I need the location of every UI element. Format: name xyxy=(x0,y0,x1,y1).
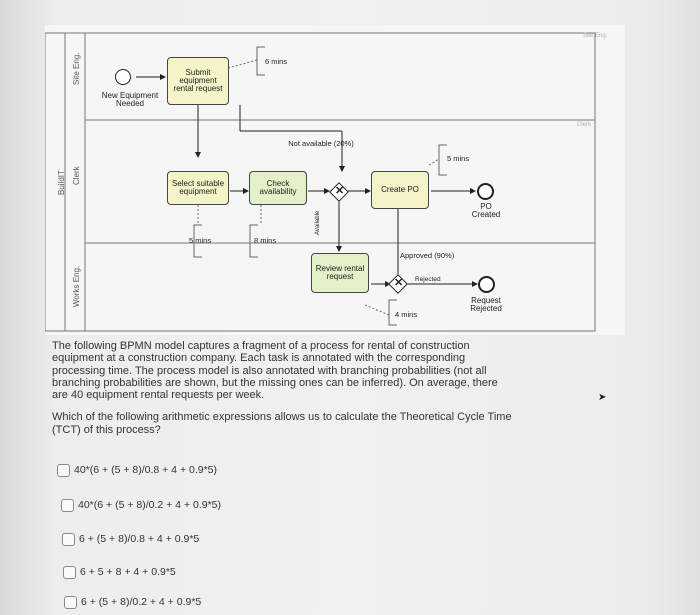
lane-label-clerk: Clerk xyxy=(72,166,81,185)
option-label: 40*(6 + (5 + 8)/0.8 + 4 + 0.9*5) xyxy=(74,464,218,476)
lane-label-site-eng: Site Eng. xyxy=(72,52,81,85)
task-create-po: Create PO xyxy=(371,171,429,209)
answer-option-2[interactable]: 40*(6 + (5 + 8)/0.2 + 4 + 0.9*5) xyxy=(61,497,221,513)
checkbox-icon[interactable] xyxy=(61,498,74,512)
end-event-icon xyxy=(478,276,495,293)
gateway-x-icon: ✕ xyxy=(394,277,404,289)
question-prompt: Which of the following arithmetic expres… xyxy=(52,411,512,436)
question-text: The following BPMN model captures a frag… xyxy=(52,340,512,446)
faint-label: Clerk xyxy=(577,122,592,128)
task-label: Review rental request xyxy=(315,264,365,281)
end-event-label-rejected: Request Rejected xyxy=(470,296,502,313)
checkbox-icon[interactable] xyxy=(62,532,75,546)
end-event-icon xyxy=(477,183,494,200)
annotation-check-time: 8 mins xyxy=(254,236,277,245)
flow-label-rejected: Rejected xyxy=(415,276,441,283)
answer-option-5[interactable]: 6 + (5 + 8)/0.2 + 4 + 0.9*5 xyxy=(64,594,201,610)
option-label: 6 + (5 + 8)/0.2 + 4 + 0.9*5 xyxy=(81,596,202,608)
task-submit-request: Submit equipment rental request xyxy=(167,57,229,105)
checkbox-icon[interactable] xyxy=(57,463,70,477)
annotation-submit-time: 6 mins xyxy=(265,57,288,66)
start-event-label: New Equipment Needed xyxy=(101,91,159,108)
flow-label-available: Available xyxy=(315,210,321,235)
annotation-review-time: 4 mins xyxy=(395,310,418,319)
lane-label-works-eng: Works Eng. xyxy=(72,265,81,307)
bpmn-diagram: BuildIT Site Eng. Clerk Works Eng. Site … xyxy=(45,25,625,335)
annotation-select-time: 5 mins xyxy=(189,236,212,245)
task-label: Select suitable equipment xyxy=(171,179,225,196)
answer-option-1[interactable]: 40*(6 + (5 + 8)/0.8 + 4 + 0.9*5) xyxy=(57,462,217,478)
flow-label-approved: Approved (90%) xyxy=(400,251,455,260)
mouse-cursor-icon: ➤ xyxy=(598,392,607,403)
task-label: Submit equipment rental request xyxy=(173,68,223,93)
faint-label: Site Eng. xyxy=(583,33,608,39)
annotation-po-time: 5 mins xyxy=(447,154,470,163)
option-label: 6 + (5 + 8)/0.8 + 4 + 0.9*5 xyxy=(79,533,200,545)
option-label: 40*(6 + (5 + 8)/0.2 + 4 + 0.9*5) xyxy=(78,499,222,511)
task-select-equipment: Select suitable equipment xyxy=(167,171,229,205)
pool-label: BuildIT xyxy=(57,170,66,195)
flow-label-not-available: Not available (20%) xyxy=(288,139,354,148)
start-event-icon xyxy=(115,69,131,85)
task-label: Create PO xyxy=(381,185,419,194)
task-check-availability: Check availability xyxy=(249,171,307,205)
gateway-x-icon: ✕ xyxy=(335,185,345,197)
end-event-label-po-created: PO Created xyxy=(471,202,501,219)
answer-option-4[interactable]: 6 + 5 + 8 + 4 + 0.9*5 xyxy=(63,564,176,580)
answer-option-3[interactable]: 6 + (5 + 8)/0.8 + 4 + 0.9*5 xyxy=(62,531,199,547)
option-label: 6 + 5 + 8 + 4 + 0.9*5 xyxy=(80,566,176,578)
task-label: Check availability xyxy=(259,179,297,196)
diagram-lines xyxy=(45,32,596,332)
checkbox-icon[interactable] xyxy=(63,565,76,579)
question-paragraph: The following BPMN model captures a frag… xyxy=(52,340,498,402)
checkbox-icon[interactable] xyxy=(64,595,77,609)
task-review-request: Review rental request xyxy=(311,253,369,293)
